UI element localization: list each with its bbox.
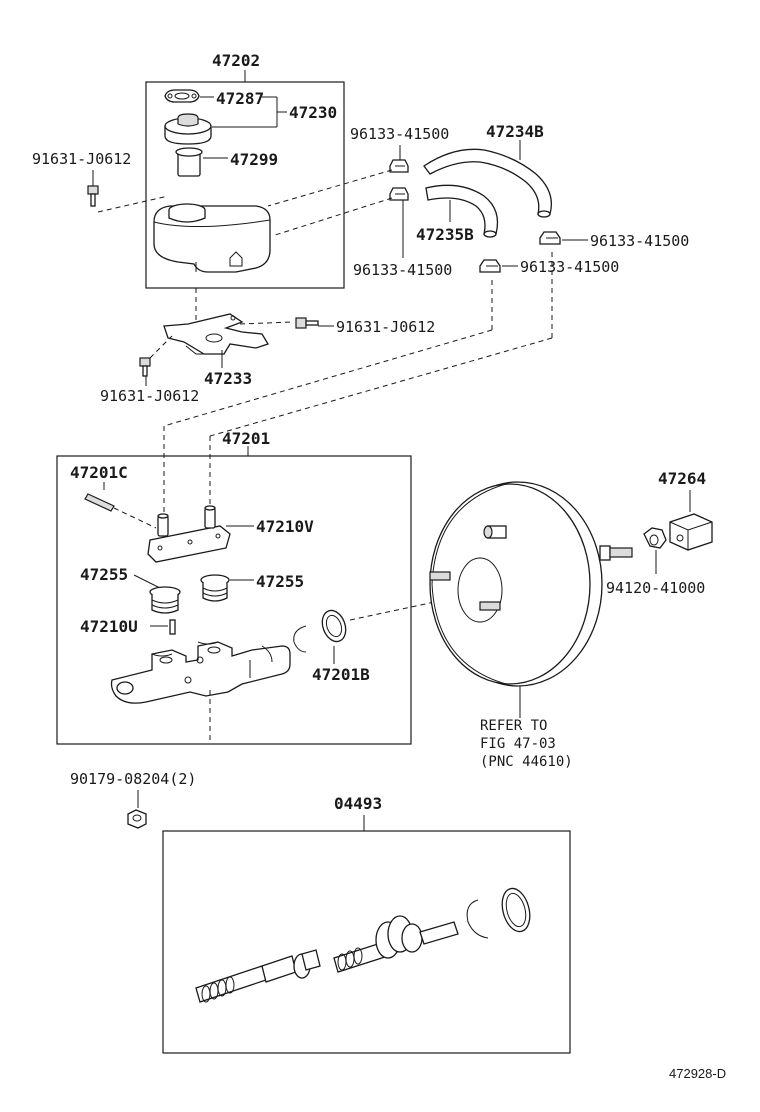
label-nut-mount: 90179-08204(2)	[70, 770, 196, 788]
label-47201: 47201	[222, 429, 270, 448]
pin-part	[84, 493, 115, 512]
union-part	[147, 505, 231, 563]
master-cylinder-box	[56, 455, 412, 745]
clip-right-lower-part	[479, 259, 501, 273]
label-04493: 04493	[334, 794, 382, 813]
label-clip-right-upper: 96133-41500	[590, 232, 689, 250]
mount-nut-part	[127, 809, 147, 829]
bracket-part	[163, 313, 269, 355]
refer-line-1: REFER TO	[480, 718, 547, 734]
clevis-part	[669, 513, 713, 551]
clip-right-upper-part	[539, 231, 561, 245]
kit-snap-ring-part	[466, 899, 489, 939]
label-47210v: 47210V	[256, 517, 314, 536]
hose-47235b-part	[425, 184, 499, 238]
label-47201b: 47201B	[312, 665, 370, 684]
label-47210u: 47210U	[80, 617, 138, 636]
reservoir-cap-part	[164, 113, 212, 145]
label-clip-right-lower: 96133-41500	[520, 258, 619, 276]
small-pin-part	[169, 619, 176, 635]
booster-stud-left	[429, 571, 451, 581]
clevis-group: 47264 94120-41000	[606, 469, 713, 597]
bolt-upper-left-part	[87, 185, 99, 207]
filter-part	[175, 147, 203, 177]
repair-kit-group: 04493	[162, 794, 571, 1054]
master-cylinder-body-part	[110, 641, 291, 704]
brake-booster-group: REFER TO FIG 47-03 (PNC 44610)	[429, 481, 633, 770]
bracket-group: 91631-J0612 47233 91631-J0612	[100, 288, 435, 405]
master-cylinder-group: 47201 47201C 47210V 47255	[56, 429, 412, 745]
hose-47234b-part	[423, 148, 553, 218]
cap-gasket-part	[164, 89, 200, 103]
booster-stud-upper	[483, 525, 507, 539]
nut-clevis-part	[643, 527, 667, 549]
clip-lower-left-part	[389, 187, 409, 201]
label-clip-top: 96133-41500	[350, 125, 449, 143]
reservoir-group: 47202 47287 47230 47299	[32, 51, 345, 289]
piston-front-part	[333, 915, 459, 973]
label-47235b: 47235B	[416, 225, 474, 244]
brake-booster-part	[429, 481, 633, 687]
label-47201c: 47201C	[70, 463, 128, 482]
label-47202: 47202	[212, 51, 260, 70]
label-bolt-bracket-right: 91631-J0612	[336, 318, 435, 336]
label-47299: 47299	[230, 150, 278, 169]
refer-line-3: (PNC 44610)	[480, 754, 573, 770]
grommet-right-part	[200, 574, 230, 602]
label-47233: 47233	[204, 369, 252, 388]
reservoir-tank-part	[153, 203, 271, 273]
label-nut-clevis: 94120-41000	[606, 579, 705, 597]
repair-kit-box	[162, 830, 571, 1054]
booster-stud-lower	[479, 601, 501, 611]
label-47264: 47264	[658, 469, 706, 488]
label-47255-left: 47255	[80, 565, 128, 584]
piston-rear-part	[195, 949, 321, 1003]
label-bolt-upper-left: 91631-J0612	[32, 150, 131, 168]
diagram-code: 472928-D	[669, 1066, 726, 1081]
label-47234b: 47234B	[486, 122, 544, 141]
label-bolt-bracket-left: 91631-J0612	[100, 387, 199, 405]
grommet-left-part	[149, 586, 181, 614]
mount-nut-group: 90179-08204(2)	[70, 770, 196, 829]
oring-part	[321, 609, 347, 643]
label-47255-right: 47255	[256, 572, 304, 591]
label-47230: 47230	[289, 103, 337, 122]
kit-oring-part	[501, 887, 531, 933]
bolt-bracket-left-part	[139, 357, 151, 377]
hoses-clips-group: 96133-41500 96133-41500 47234B 47235B	[163, 122, 689, 514]
label-clip-lower-left: 96133-41500	[353, 261, 452, 279]
snap-ring-part	[293, 625, 307, 653]
bolt-bracket-right-part	[295, 317, 319, 329]
label-47287: 47287	[216, 89, 264, 108]
refer-line-2: FIG 47-03	[480, 736, 556, 752]
booster-pushrod	[599, 545, 633, 561]
clip-top-part	[389, 159, 409, 173]
